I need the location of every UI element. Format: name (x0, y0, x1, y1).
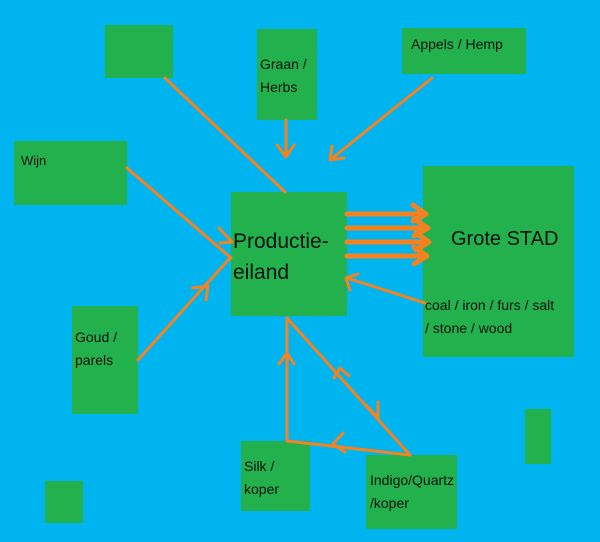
node-appels-hemp (402, 28, 526, 74)
node-goud-parels (72, 306, 138, 414)
arrow-productie-to-stad-4 (344, 244, 430, 267)
node-silk-koper (241, 441, 310, 511)
arrow-silk-to-productie (277, 316, 296, 443)
arrow-graan-to-productie (275, 118, 296, 159)
node-wijn (14, 141, 127, 205)
node-blank-right (525, 409, 551, 464)
node-productie-eiland-label: Productie- eiland (233, 230, 329, 284)
node-appels-hemp-label: Appels / Hemp (411, 36, 503, 52)
node-wijn-label: Wijn (21, 153, 47, 168)
arrow-productie-to-stad-3 (344, 230, 432, 253)
node-indigo-quartz-koper (366, 455, 457, 529)
arrow-stad-goods-to-productie (344, 272, 427, 305)
node-grote-stad-goods-label: coal / iron / furs / salt / stone / wood (425, 297, 555, 336)
arrow-blank-top-to-productie (163, 76, 287, 194)
arrow-productie-to-indigo (285, 316, 412, 457)
node-blank-bottom (45, 481, 83, 523)
arrow-goud-to-productie (136, 256, 232, 362)
arrow-wijn-to-productie (125, 166, 234, 260)
node-grote-stad (423, 166, 574, 357)
node-silk-koper-label: Silk / koper (244, 458, 280, 497)
node-productie-eiland (231, 192, 347, 316)
node-graan-herbs-label: Graan / Herbs (260, 56, 307, 95)
node-blank-top (105, 25, 173, 78)
arrow-indigo-to-silk (285, 431, 412, 457)
arrow-appels-to-productie (328, 76, 434, 162)
node-indigo-quartz-koper-label: Indigo/Quartz /koper (370, 472, 455, 511)
node-grote-stad-label: Grote STAD (451, 228, 559, 250)
node-graan-herbs (257, 29, 317, 120)
node-goud-parels-label: Goud / parels (75, 329, 118, 368)
